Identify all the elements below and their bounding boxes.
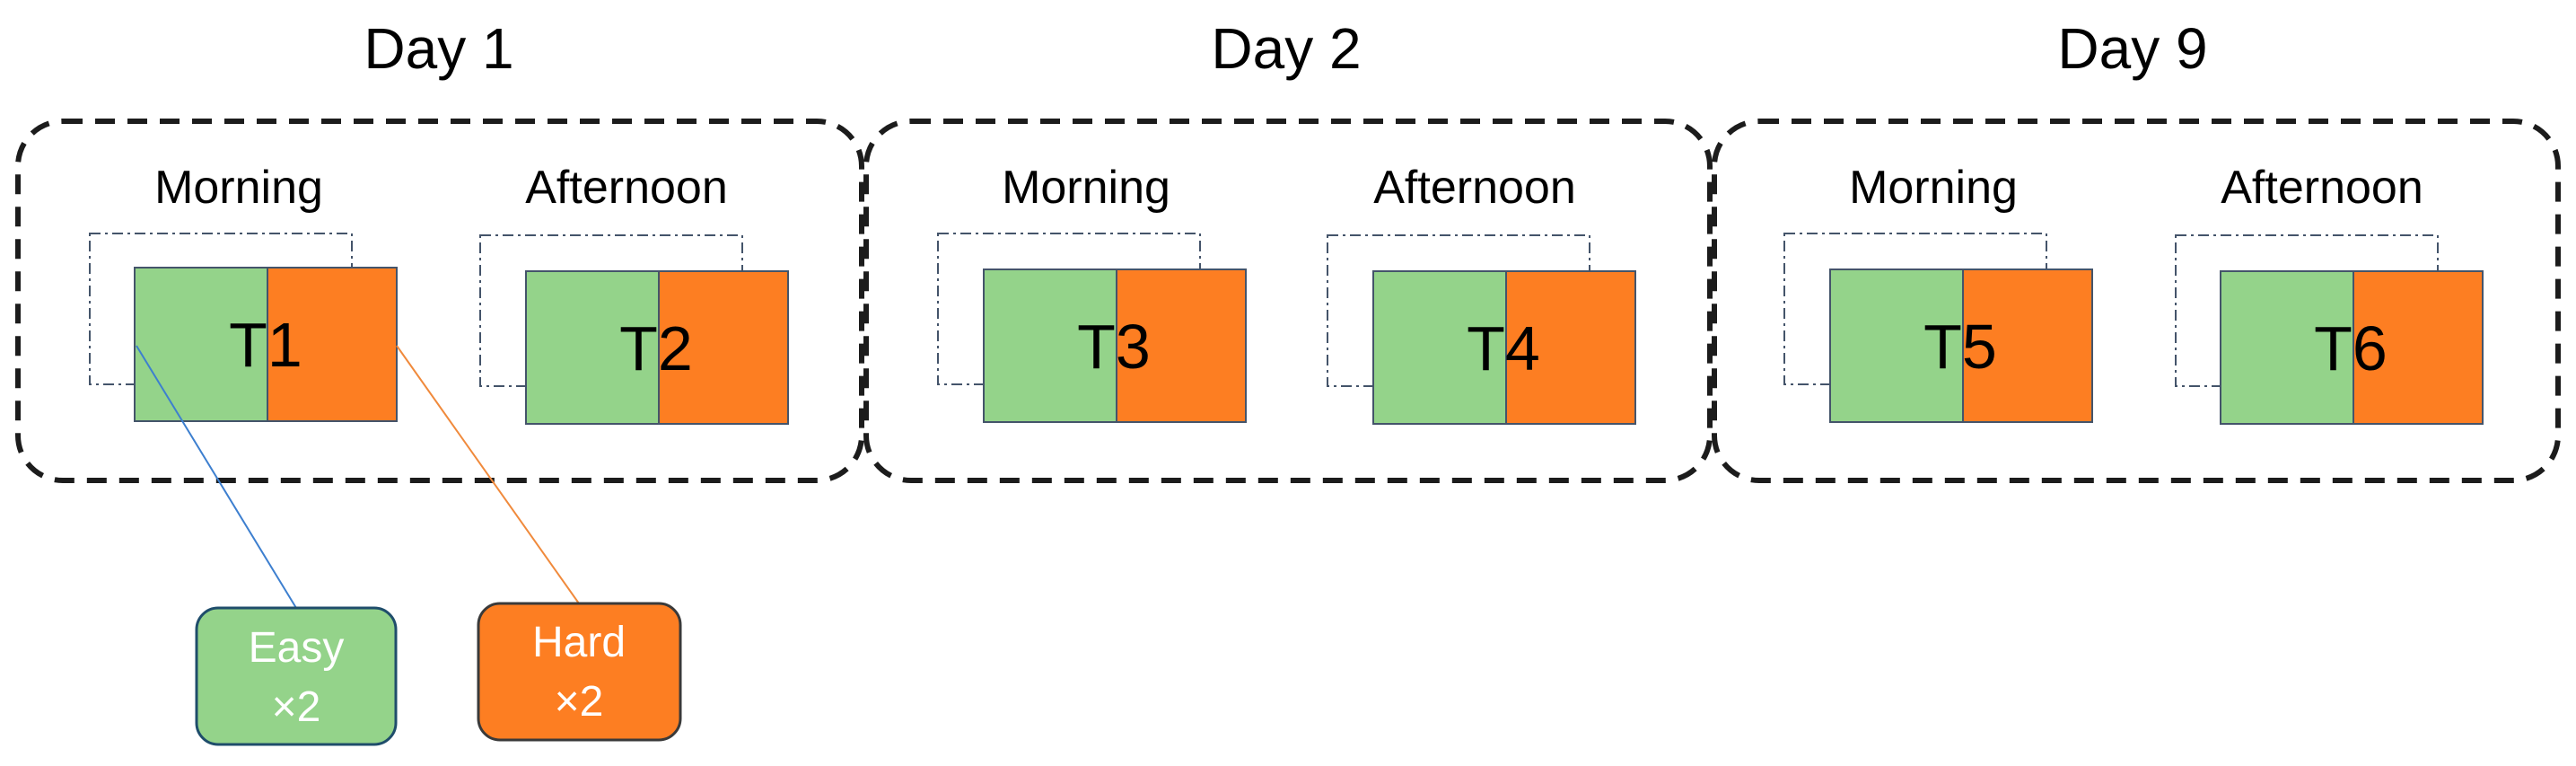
day-2: Day 2 Morning T3 Afternoon T4 [863,16,1713,483]
day-2-afternoon-label: Afternoon [1373,162,1576,214]
task-label-t5: T5 [1923,312,1997,382]
hard-block [658,270,789,425]
hard-block [1116,269,1247,423]
hard-block [1962,269,2093,423]
day-9: Day 9 Morning T5 Afternoon T6 [1712,16,2561,483]
task-label-t2: T2 [619,313,693,383]
hard-block [267,267,398,422]
legend-hard-label: Hard [532,619,626,666]
easy-block [525,270,660,425]
hard-connector-line [396,345,580,604]
day-1-morning-session: Morning T1 [89,162,398,422]
hard-block [1505,270,1636,425]
legend-easy-box [195,606,398,746]
task-label-t6: T6 [2314,313,2388,383]
day-1-morning-label: Morning [154,162,323,214]
legend-easy: Easy ×2 [195,606,398,746]
day-2-morning-label: Morning [1002,162,1170,214]
day-9-morning-label: Morning [1849,162,2018,214]
day-1: Day 1 Morning T1 Afternoon T2 [15,16,864,483]
legend-hard-multiplier: ×2 [555,678,604,726]
hard-block [2353,270,2484,425]
legend-easy-multiplier: ×2 [272,683,321,731]
legend-easy-label: Easy [249,624,345,672]
legend-hard: Hard ×2 [477,602,682,742]
day-1-afternoon-label: Afternoon [525,162,728,214]
easy-block [134,267,268,422]
easy-block [1829,269,1964,423]
legend-hard-box [477,602,682,742]
task-label-t1: T1 [229,310,302,380]
day-9-title: Day 9 [2057,16,2207,81]
day-2-morning-session: Morning T3 [937,162,1247,423]
day-2-title: Day 2 [1211,16,1361,81]
easy-block [2220,270,2354,425]
day-1-afternoon-session: Afternoon T2 [479,162,789,425]
day-1-title: Day 1 [364,16,513,81]
day-2-afternoon-session: Afternoon T4 [1327,162,1636,425]
day-9-afternoon-session: Afternoon T6 [2175,162,2484,425]
easy-block [983,269,1117,423]
task-label-t3: T3 [1077,312,1151,382]
task-label-t4: T4 [1467,313,1540,383]
day-9-morning-session: Morning T5 [1783,162,2093,423]
day-9-afternoon-label: Afternoon [2221,162,2423,214]
easy-connector-line [136,345,297,609]
